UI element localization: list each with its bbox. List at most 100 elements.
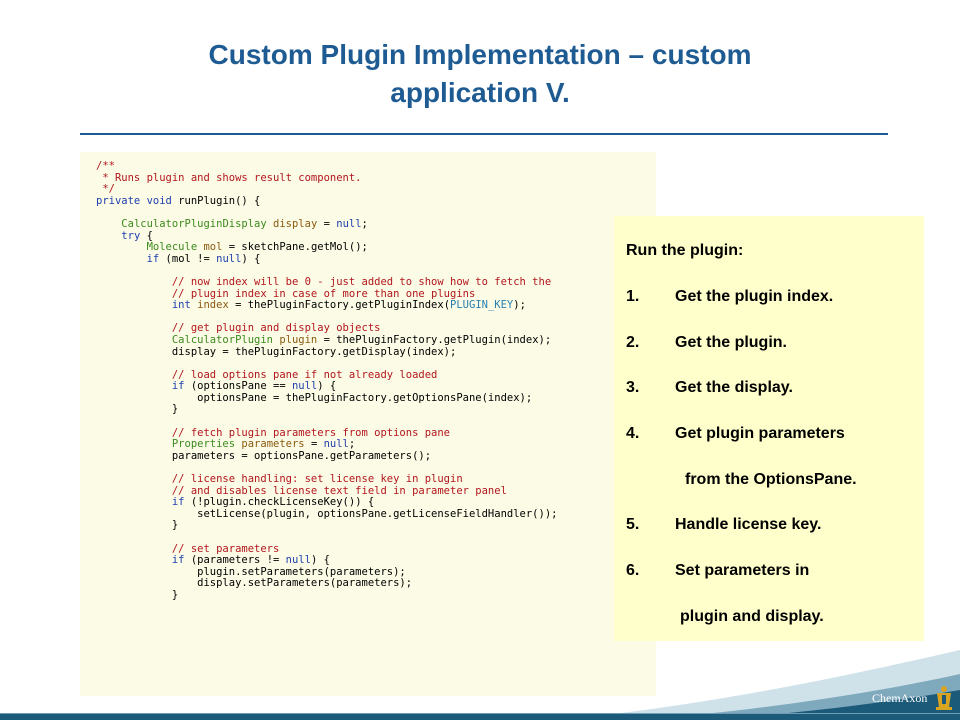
code-line: if (parameters != null) { (96, 554, 557, 567)
code-token: plugin (279, 333, 318, 346)
callout-step-4: 4.Get plugin parameters (626, 424, 845, 444)
code-line: * Runs plugin and shows result component… (96, 171, 557, 185)
code-token: ) { (310, 554, 330, 567)
code-token: null (291, 380, 318, 393)
company-logo-text: ChemAxon (872, 691, 928, 705)
code-token: */ (96, 183, 115, 196)
code-token: display.setParameters(parameters); (96, 577, 413, 590)
code-line: // get plugin and display objects (96, 323, 557, 335)
code-line: if (mol != null) { (96, 252, 557, 266)
code-token: plugin.setParameters(parameters); (96, 565, 406, 578)
code-line: if (!plugin.checkLicenseKey()) { (96, 496, 557, 509)
code-line: } (96, 404, 557, 416)
step-text: Get the plugin. (675, 334, 787, 351)
step-number: 6. (626, 562, 640, 579)
code-token: * Runs plugin and shows result component… (96, 171, 362, 184)
code-token: optionsPane = thePluginFactory.getOption… (96, 391, 533, 404)
code-screenshot: /** * Runs plugin and shows result compo… (80, 152, 656, 696)
callout-heading: Run the plugin: (626, 242, 744, 259)
slide-title-line-2: application V. (390, 77, 570, 108)
code-token: CalculatorPlugin (171, 333, 280, 346)
code-token: // get plugin and display objects (96, 322, 381, 335)
code-line: optionsPane = thePluginFactory.getOption… (96, 391, 557, 405)
code-token: runPlugin() { (178, 194, 261, 207)
code-token: null (336, 217, 362, 230)
code-token: (parameters != (184, 554, 286, 567)
code-token: if (171, 554, 185, 567)
code-token: (!plugin.checkLicenseKey()) { (184, 496, 375, 509)
code-token: { (140, 229, 153, 242)
title-divider (80, 133, 888, 135)
code-token: mol (203, 241, 223, 254)
step-number: 1. (626, 288, 640, 305)
step-number: 2. (626, 334, 640, 351)
code-token: parameters = optionsPane.getParameters()… (96, 449, 432, 462)
callout-step-1: 1. Get the plugin index. (626, 287, 833, 307)
code-token: if (171, 380, 185, 393)
code-token: null (285, 554, 311, 567)
code-token (96, 554, 172, 566)
code-line: } (96, 520, 557, 532)
code-token (96, 241, 147, 253)
code-token: = (304, 438, 324, 451)
code-token: display (273, 217, 318, 230)
code-line: // now index will be 0 - just added to s… (96, 276, 557, 289)
code-token: PLUGIN_KEY (450, 299, 514, 312)
code-token: // set parameters (96, 542, 280, 555)
code-line: display.setParameters(parameters); (96, 578, 557, 590)
code-token: null (323, 438, 349, 451)
code-token: // license handling: set license key in … (96, 473, 463, 486)
step-number: 5. (626, 516, 640, 533)
code-line: // license handling: set license key in … (96, 473, 557, 486)
step-text: Get the plugin index. (675, 288, 834, 305)
code-token (96, 496, 172, 508)
step-number: 3. (626, 379, 640, 396)
code-token: display = thePluginFactory.getDisplay(in… (96, 345, 457, 358)
chemaxon-crest-icon (936, 686, 952, 710)
step-text: Get the display. (675, 379, 793, 396)
code-token (96, 218, 121, 230)
code-token: = (317, 217, 337, 230)
code-token: ; (348, 438, 356, 451)
callout-step-6: 6. Set parameters in (626, 561, 809, 581)
code-token: = thePluginFactory.getPlugin(index); (317, 333, 552, 346)
code-line: CalculatorPlugin plugin = thePluginFacto… (96, 333, 557, 347)
code-token: ) { (317, 380, 337, 393)
code-line: display = thePluginFactory.getDisplay(in… (96, 345, 557, 359)
code-token (96, 334, 172, 346)
callout-step-4-continuation: from the OptionsPane. (685, 471, 857, 488)
code-token: private void (96, 194, 179, 207)
step-text: Get plugin parameters (675, 425, 845, 442)
slide-title: Custom Plugin Implementation – custom ap… (80, 36, 880, 112)
code-listing: /** * Runs plugin and shows result compo… (96, 160, 557, 602)
code-token (96, 380, 172, 392)
code-token (96, 299, 172, 311)
code-line: try { (96, 229, 557, 243)
code-line: private void runPlugin() { (96, 194, 557, 208)
code-line: */ (96, 183, 557, 196)
code-token: = thePluginFactory.getPluginIndex( (228, 299, 451, 312)
code-token (96, 230, 121, 242)
code-token: (mol != (159, 252, 217, 265)
code-token: if (171, 496, 185, 509)
code-token: = sketchPane.getMol(); (222, 241, 368, 254)
callout-step-6-continuation: plugin and display. (680, 608, 824, 625)
code-token: Molecule (146, 241, 204, 254)
callout-step-5: 5. Handle license key. (626, 515, 821, 535)
step-text: Set parameters in (675, 562, 810, 579)
code-token: } (96, 519, 179, 532)
code-line: if (optionsPane == null) { (96, 380, 557, 393)
footer-wave-decoration (0, 650, 960, 720)
code-token: // fetch plugin parameters from options … (96, 426, 451, 439)
code-token: } (96, 403, 179, 416)
code-token: ) { (241, 252, 261, 265)
code-token: if (146, 252, 160, 265)
code-line: /** (96, 160, 557, 173)
code-token: Properties (171, 438, 242, 451)
code-token: index (197, 299, 229, 312)
code-line: // load options pane if not already load… (96, 369, 557, 382)
code-token: (optionsPane == (184, 380, 292, 393)
code-line: plugin.setParameters(parameters); (96, 565, 557, 579)
step-text: Handle license key. (675, 516, 822, 533)
code-line: } (96, 589, 557, 602)
